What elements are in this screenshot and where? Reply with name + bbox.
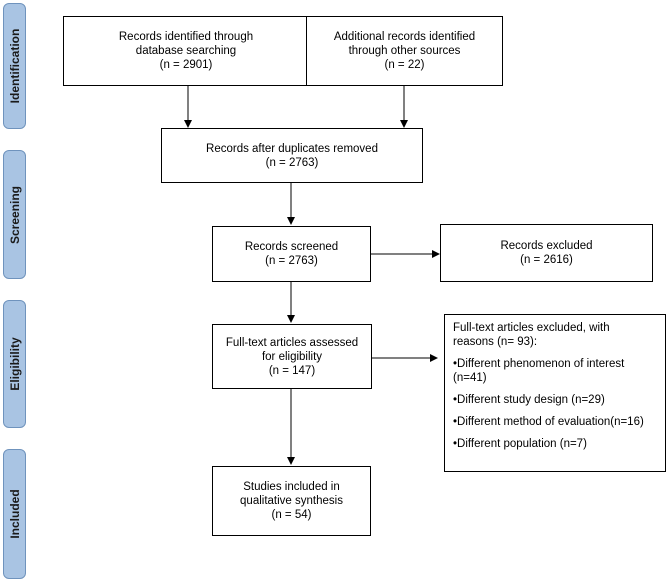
box-text: (n = 54) (271, 509, 312, 521)
box-text: Records after duplicates removed (206, 142, 378, 155)
box-text: qualitative synthesis (240, 495, 343, 507)
box-records-screened: Records screened (n = 2763) (212, 226, 371, 282)
box-text: (n = 22) (384, 59, 425, 71)
box-fulltext-assessed: Full-text articles assessed for eligibil… (212, 324, 372, 389)
box-text: Additional records identified (333, 31, 476, 43)
box-text: Records excluded (500, 240, 593, 252)
box-text: (n = 2616) (520, 254, 573, 266)
box-text: (n = 147) (268, 364, 316, 377)
reason-item: (n=41) (453, 372, 487, 384)
reason-item: •Different phenomenon of interest (453, 358, 625, 370)
box-text: (n = 2763) (265, 156, 319, 169)
reason-item: •Different population (n=7) (453, 438, 587, 450)
reason-item: •Different study design (n=29) (453, 394, 605, 406)
reasons-heading: reasons (n= 93): (453, 336, 538, 348)
box-text: Full-text articles assessed (225, 336, 359, 349)
box-text: database searching (135, 45, 237, 57)
box-other-sources: Additional records identified through ot… (306, 16, 503, 86)
reason-item: •Different method of evaluation(n=16) (453, 416, 644, 428)
phase-eligibility: Eligibility (3, 300, 26, 428)
box-text: Studies included in (243, 481, 340, 493)
box-duplicates-removed: Records after duplicates removed (n = 27… (161, 128, 423, 183)
box-database-searching: Records identified through database sear… (63, 16, 309, 86)
box-text: Records identified through (118, 31, 254, 43)
box-text: (n = 2901) (159, 59, 213, 71)
box-text: through other sources (348, 45, 461, 57)
phase-screening: Screening (3, 150, 26, 279)
box-text: for eligibility (261, 350, 323, 363)
phase-identification: Identification (3, 3, 26, 129)
reasons-heading: Full-text articles excluded, with (453, 322, 610, 334)
box-studies-included: Studies included in qualitative synthesi… (212, 466, 371, 536)
box-fulltext-excluded-reasons: Full-text articles excluded, with reason… (444, 314, 666, 472)
phase-included: Included (3, 449, 26, 579)
box-text: (n = 2763) (265, 255, 318, 267)
box-records-excluded: Records excluded (n = 2616) (440, 224, 653, 282)
box-text: Records screened (244, 241, 339, 253)
